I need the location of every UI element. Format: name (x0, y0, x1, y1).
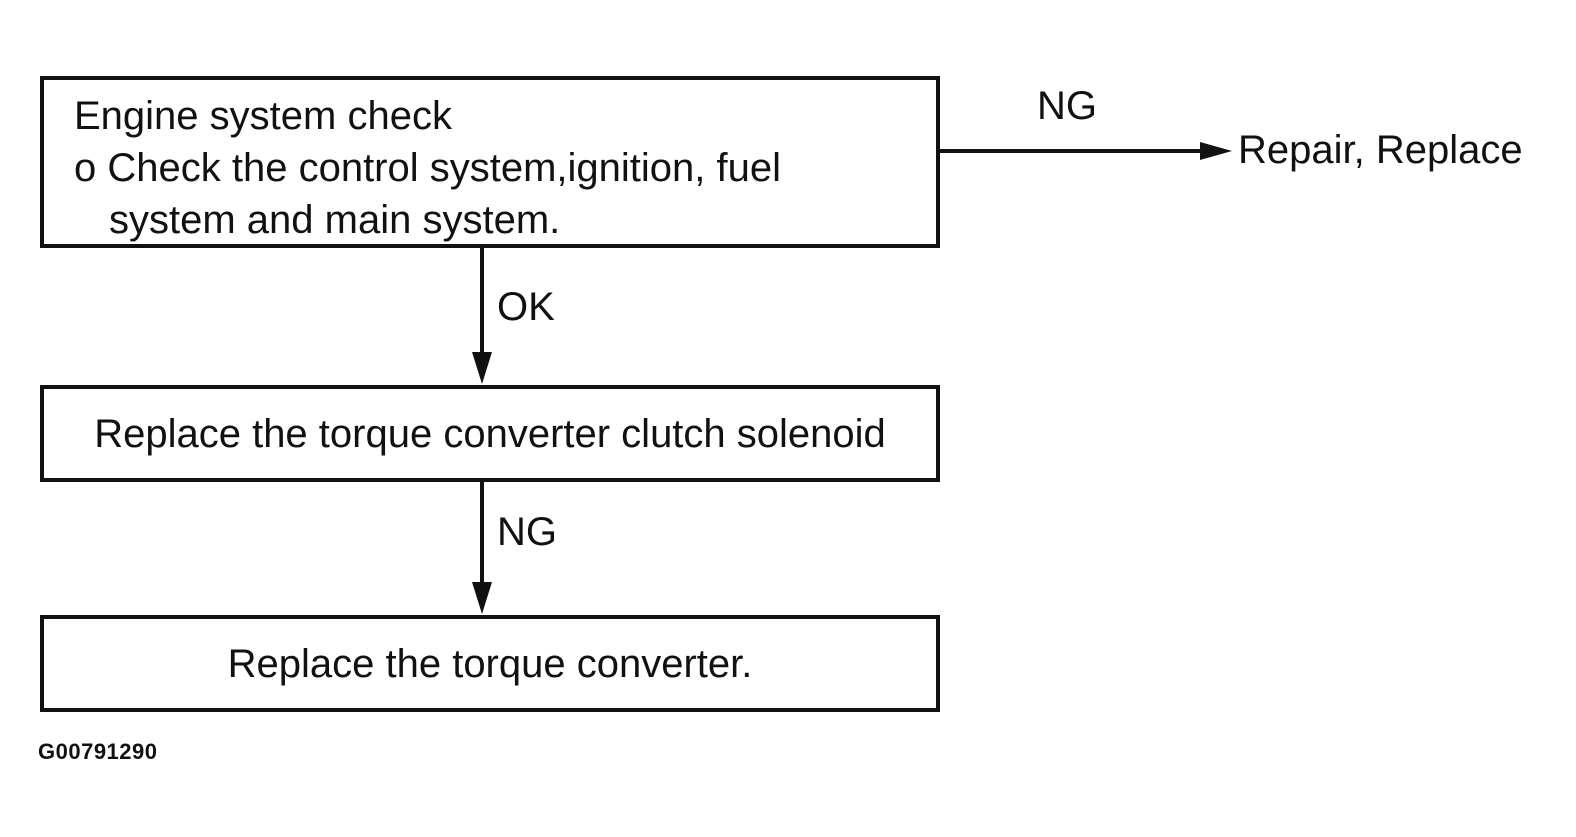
replace-converter-label: Replace the torque converter. (227, 641, 753, 686)
edge-label-ok: OK (497, 285, 555, 329)
replace-solenoid-box: Replace the torque converter clutch sole… (40, 385, 940, 482)
edge-label-ng-down: NG (497, 510, 557, 554)
engine-system-check-box: Engine system check o Check the control … (40, 76, 940, 248)
replace-converter-box: Replace the torque converter. (40, 615, 940, 712)
replace-solenoid-label: Replace the torque converter clutch sole… (94, 411, 886, 456)
arrowhead-down-1 (472, 352, 492, 384)
engine-check-line-2: system and main system. (109, 198, 561, 242)
engine-check-title: Engine system check (74, 94, 452, 138)
arrowhead-down-2 (472, 582, 492, 614)
repair-replace-label: Repair, Replace (1238, 128, 1523, 172)
figure-code: G00791290 (38, 739, 158, 764)
arrowhead-right (1200, 142, 1232, 160)
edge-label-ng-right: NG (1037, 84, 1097, 128)
engine-check-line-1: o Check the control system,ignition, fue… (74, 146, 782, 190)
